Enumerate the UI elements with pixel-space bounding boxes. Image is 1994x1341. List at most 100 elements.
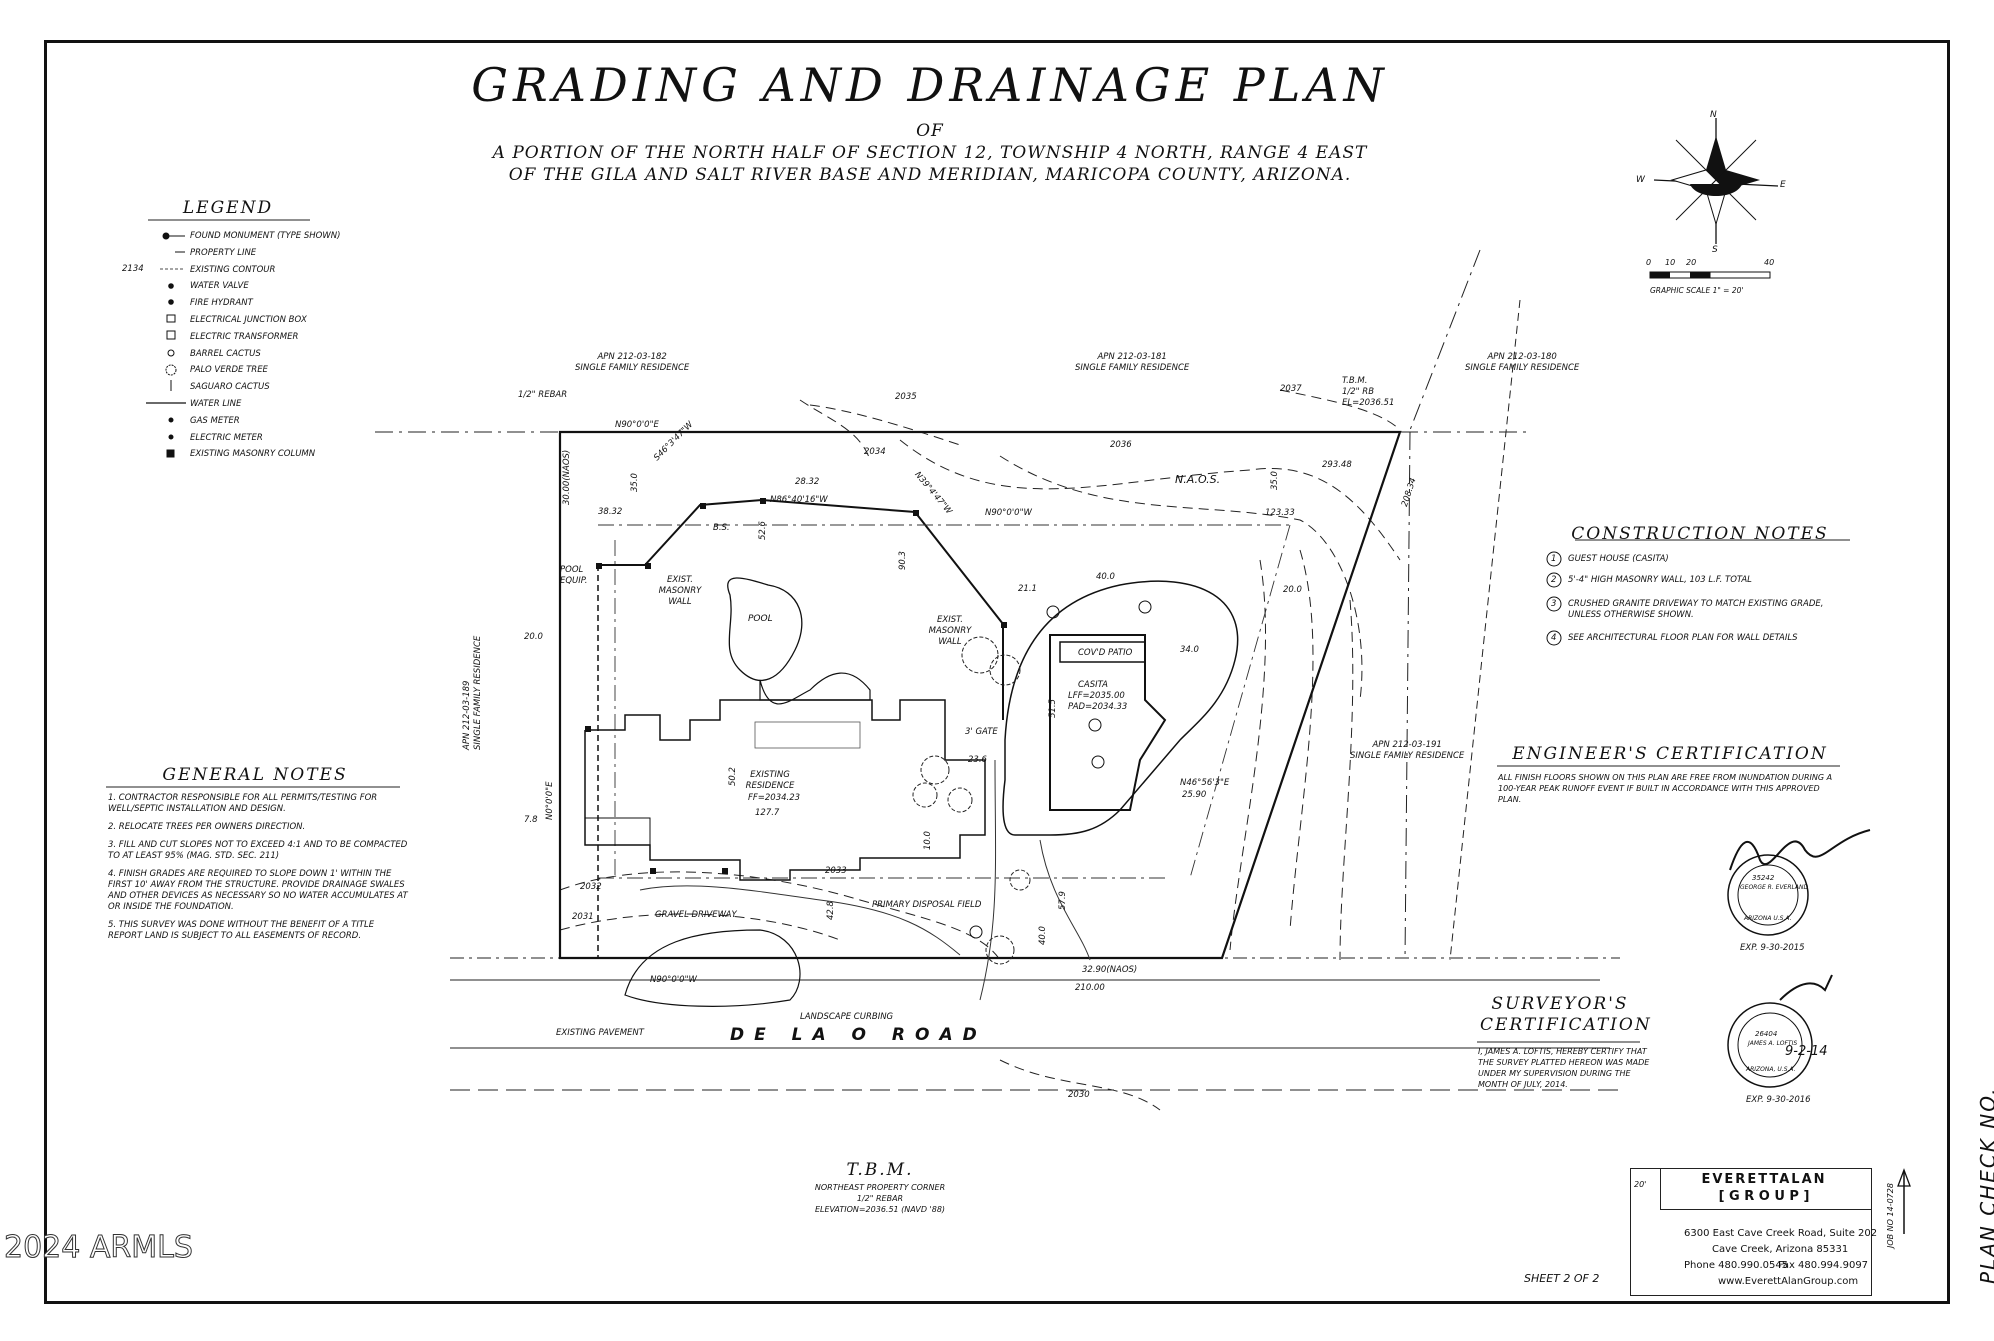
apn-182-use: SINGLE FAMILY RESIDENCE: [575, 363, 690, 373]
company-fax: Fax 480.994.9097: [1778, 1260, 1869, 1271]
legend-item-saguaro: SAGUARO CACTUS: [190, 382, 270, 393]
label-residence: EXISTING RESIDENCE: [745, 770, 795, 791]
tbm-line-3: ELEVATION=2036.51 (NAVD '88): [814, 1205, 946, 1214]
construction-note-1: GUEST HOUSE (CASITA): [1568, 554, 1669, 564]
pool: [727, 577, 803, 681]
legend-item-junction-box: ELECTRICAL JUNCTION BOX: [190, 314, 307, 325]
label-dim-526: 52.6: [758, 521, 768, 540]
legend-item-found-monument: FOUND MONUMENT (TYPE SHOWN): [190, 231, 341, 241]
general-note-1: 1. CONTRACTOR RESPONSIBLE FOR ALL PERMIT…: [108, 793, 378, 814]
label-bearing-b: N86°40'16"W: [770, 495, 828, 505]
label-bearing-e: N46°56'3"E: [1180, 778, 1230, 788]
general-note-4: 4. FINISH GRADES ARE REQUIRED TO SLOPE D…: [108, 869, 408, 912]
note-bullets: [1546, 551, 1562, 646]
legend-symbols: [146, 232, 186, 458]
surveyor-seal-name: JAMES A. LOFTIS: [1748, 1040, 1798, 1047]
label-dim-515: 51.5: [1048, 699, 1058, 718]
label-south-bearing: N90°0'0"W: [650, 975, 697, 985]
east-offsite-line: [1449, 299, 1521, 961]
company-name-line-1: EVERETTALAN: [1701, 1172, 1827, 1187]
scale-tick-40: 40: [1764, 258, 1775, 267]
graphic-scale: [1649, 271, 1771, 279]
road-name: DE LA O ROAD: [730, 1025, 987, 1045]
plan-subtitle: OF A PORTION OF THE NORTH HALF OF SECTIO…: [430, 120, 1430, 186]
label-disposal-field: PRIMARY DISPOSAL FIELD: [872, 900, 982, 910]
casita-driveway: [1002, 580, 1239, 836]
contour-2030: [999, 1059, 1161, 1111]
tbm-heading: T.B.M.: [846, 1160, 914, 1180]
label-covered-patio: COV'D PATIO: [1078, 648, 1133, 658]
label-casita-lff: LFF=2035.00: [1068, 691, 1125, 701]
driveway-edge-east: [1039, 839, 1091, 961]
existing-residence: [584, 699, 986, 881]
column-6: [1001, 622, 1007, 628]
contour-label-2036: 2036: [1110, 440, 1132, 450]
legend-heading: LEGEND: [182, 198, 274, 218]
watermark: 2024 ARMLS: [4, 1230, 194, 1266]
legend-list: FOUND MONUMENT (TYPE SHOWN) PROPERTY LIN…: [190, 228, 340, 463]
construction-note-2: 5'-4" HIGH MASONRY WALL, 103 L.F. TOTAL: [1568, 575, 1752, 585]
callout-2: [1046, 605, 1060, 619]
subtitle-line-1: OF: [916, 121, 944, 141]
legend-item-existing-contour: EXISTING CONTOUR: [190, 264, 276, 275]
title-block-scale-mark: 20': [1634, 1180, 1647, 1189]
trees: [912, 636, 1031, 965]
callout-4: [1091, 755, 1105, 769]
pool-deck: [759, 672, 871, 705]
contour-label-2037: 2037: [1280, 384, 1302, 394]
column-5: [913, 510, 919, 516]
surveyor-cert-text: I, JAMES A. LOFTIS, HEREBY CERTIFY THAT …: [1478, 1047, 1650, 1089]
contour-2036: [999, 455, 1363, 701]
label-dim-35a: 35.0: [630, 473, 640, 492]
surveyor-seal-state: ARIZONA, U.S.A.: [1746, 1066, 1796, 1073]
apn-180-use: SINGLE FAMILY RESIDENCE: [1465, 363, 1580, 373]
label-dim-400b: 40.0: [1038, 926, 1048, 945]
contour-label-2032: 2032: [580, 882, 602, 892]
label-bearing-d: N90°0'0"W: [985, 508, 1032, 518]
label-naos: N.A.O.S.: [1175, 473, 1221, 486]
label-dim-78: 7.8: [524, 815, 538, 825]
plan-check-number: PLAN CHECK NO.: [1976, 1086, 1994, 1284]
engineer-seal: [1727, 854, 1809, 936]
tbm-line-1: NORTHEAST PROPERTY CORNER: [814, 1183, 946, 1192]
contour-label-2034: 2034: [864, 447, 886, 457]
apn-182: APN 212-03-182: [597, 352, 667, 362]
property-line: [558, 430, 1402, 960]
surveyor-expiration: EXP. 9-30-2016: [1746, 1095, 1811, 1105]
subtitle-line-2: A PORTION OF THE NORTH HALF OF SECTION 1…: [492, 143, 1368, 163]
label-casita-pad: PAD=2034.33: [1068, 702, 1128, 712]
construction-note-3-num: 3: [1551, 599, 1557, 609]
label-tbm-el: EL=2036.51: [1342, 398, 1395, 408]
label-naos-west: 30.00(NAOS): [562, 449, 572, 505]
label-west-bearing: N0°0'0"E: [545, 781, 555, 820]
label-dim-428: 42.8: [826, 901, 836, 920]
label-casita: CASITA: [1078, 680, 1108, 690]
surveyor-seal-number: 26404: [1755, 1030, 1778, 1038]
surveyor-signature: [1779, 974, 1833, 1001]
setback-east: [1189, 524, 1291, 879]
general-notes-list: 1. CONTRACTOR RESPONSIBLE FOR ALL PERMIT…: [108, 793, 408, 942]
label-dim-200a: 20.0: [524, 632, 543, 642]
apn-181: APN 212-03-181: [1097, 352, 1167, 362]
surveyor-heading-line-2: CERTIFICATION: [1480, 1015, 1652, 1035]
label-residence-ff: FF=2034.23: [748, 793, 801, 803]
garage-outline: [585, 817, 651, 845]
palo-verde-tree-3: [920, 755, 950, 785]
company-website: www.EverettAlanGroup.com: [1718, 1276, 1859, 1287]
scale-tick-20: 20: [1686, 258, 1697, 267]
apn-180: APN 212-03-180: [1487, 352, 1557, 362]
legend-item-fire-hydrant: FIRE HYDRANT: [190, 298, 253, 309]
label-naos-south: 32.90(NAOS): [1082, 965, 1138, 975]
legend-item-gas-meter: GAS METER: [190, 415, 240, 426]
general-note-5: 5. THIS SURVEY WAS DONE WITHOUT THE BENE…: [108, 920, 375, 941]
legend-item-water-line: WATER LINE: [190, 398, 242, 409]
company-name-line-2: [ G R O U P ]: [1718, 1189, 1810, 1204]
engineer-cert-heading: ENGINEER'S CERTIFICATION: [1512, 744, 1828, 764]
north-arrow-icon: [1653, 118, 1779, 244]
contour-east-2: [1229, 559, 1267, 951]
label-existing-pavement: EXISTING PAVEMENT: [556, 1028, 644, 1038]
pool-patio: [754, 721, 861, 749]
palo-verde-tree-4: [912, 782, 938, 808]
compass-s: S: [1712, 245, 1718, 255]
